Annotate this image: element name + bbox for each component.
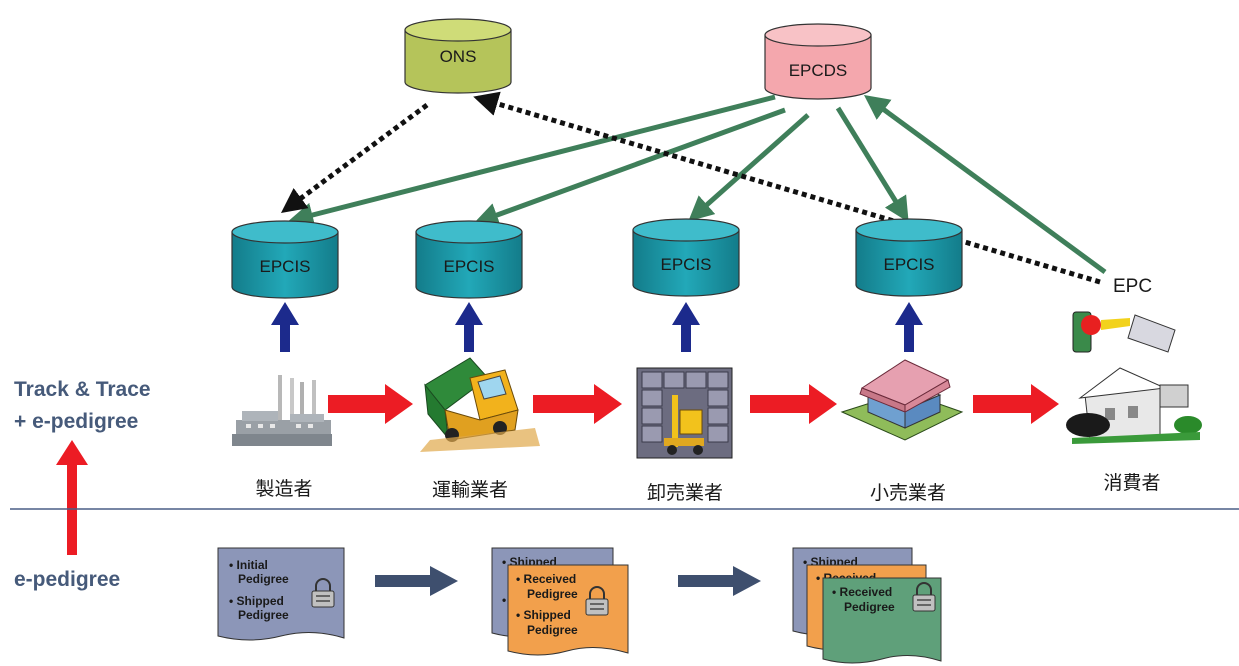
shop-icon xyxy=(840,359,964,441)
doc-text: Pedigree xyxy=(844,600,895,614)
arrow-epcds-to-epcis-3 xyxy=(688,113,810,222)
pedigree-document-1: • Initial Pedigree • Shipped Pedigree xyxy=(217,547,345,641)
doc-text: • Shipped xyxy=(229,594,284,608)
epcis-database-2: EPCIS xyxy=(415,220,523,299)
blue-arrow-4 xyxy=(895,302,923,352)
epcis-database-3: EPCIS xyxy=(632,218,740,297)
lock-icon xyxy=(311,578,335,608)
green-arrows xyxy=(288,94,1107,275)
actor-label-retailer: 小売業者 xyxy=(870,482,946,504)
doc-text: • Initial xyxy=(229,558,268,572)
document-arrow-1 xyxy=(375,566,458,596)
red-arrows xyxy=(328,384,1059,424)
red-arrow-1 xyxy=(328,384,413,424)
blue-arrow-1 xyxy=(271,302,299,352)
factory-icon xyxy=(232,375,332,446)
red-arrow-2 xyxy=(533,384,622,424)
arrow-epc-to-epcds xyxy=(863,95,1107,275)
doc-text: Pedigree xyxy=(527,623,578,637)
blue-arrow-2 xyxy=(455,302,483,352)
arrow-epcds-to-epcis-1 xyxy=(288,94,776,228)
pedigree-label: e-pedigree xyxy=(14,568,120,591)
track-trace-label: Track & Trace xyxy=(14,378,151,401)
arrow-epcds-to-epcis-2 xyxy=(473,107,786,227)
pedigree-document-2: • Shipped • ... • Received Pedigree • Sh… xyxy=(491,547,629,656)
epcis-database-4: EPCIS xyxy=(855,218,963,297)
warehouse-icon xyxy=(636,367,733,459)
epcis-label: EPCIS xyxy=(883,255,934,274)
epcis-label: EPCIS xyxy=(259,257,310,276)
epc-label: EPC xyxy=(1113,276,1152,297)
doc-text: Pedigree xyxy=(238,572,289,586)
pedigree-document-3: • Shipped • Received • Received Pedigree xyxy=(792,547,942,664)
arrow-epc-to-ons xyxy=(473,91,1101,285)
epcds-label: EPCDS xyxy=(789,61,848,80)
lock-icon xyxy=(912,582,936,612)
lock-icon xyxy=(585,586,609,616)
doc-text: • Received xyxy=(516,572,576,586)
doc-text: Pedigree xyxy=(527,587,578,601)
truck-icon xyxy=(420,357,540,452)
arrow-epcds-to-epcis-4 xyxy=(835,106,909,223)
actor-labels: 製造者 運輸業者 卸売業者 小売業者 消費者 xyxy=(255,472,1160,504)
red-up-arrow xyxy=(56,440,88,555)
ons-label: ONS xyxy=(440,47,477,66)
consumer-icon xyxy=(1066,311,1202,444)
dotted-arrows xyxy=(280,91,1101,285)
doc-text: Pedigree xyxy=(238,608,289,622)
arrow-ons-to-epcis xyxy=(280,102,429,213)
actor-label-transporter: 運輸業者 xyxy=(432,479,508,501)
epcis-label: EPCIS xyxy=(660,255,711,274)
document-arrow-2 xyxy=(678,566,761,596)
doc-text: • Received xyxy=(832,585,892,599)
epcis-label: EPCIS xyxy=(443,257,494,276)
ons-database: ONS xyxy=(404,18,512,94)
blue-up-arrows xyxy=(271,302,923,352)
doc-text: • Shipped xyxy=(516,608,571,622)
epcis-database-1: EPCIS xyxy=(231,220,339,299)
epcds-database: EPCDS xyxy=(764,23,872,100)
actor-label-consumer: 消費者 xyxy=(1103,472,1160,494)
red-arrow-4 xyxy=(973,384,1059,424)
actor-label-manufacturer: 製造者 xyxy=(255,478,312,500)
plus-pedigree-label: + e-pedigree xyxy=(14,410,138,433)
red-arrow-3 xyxy=(750,384,837,424)
actor-label-wholesaler: 卸売業者 xyxy=(647,482,723,504)
blue-arrow-3 xyxy=(672,302,700,352)
